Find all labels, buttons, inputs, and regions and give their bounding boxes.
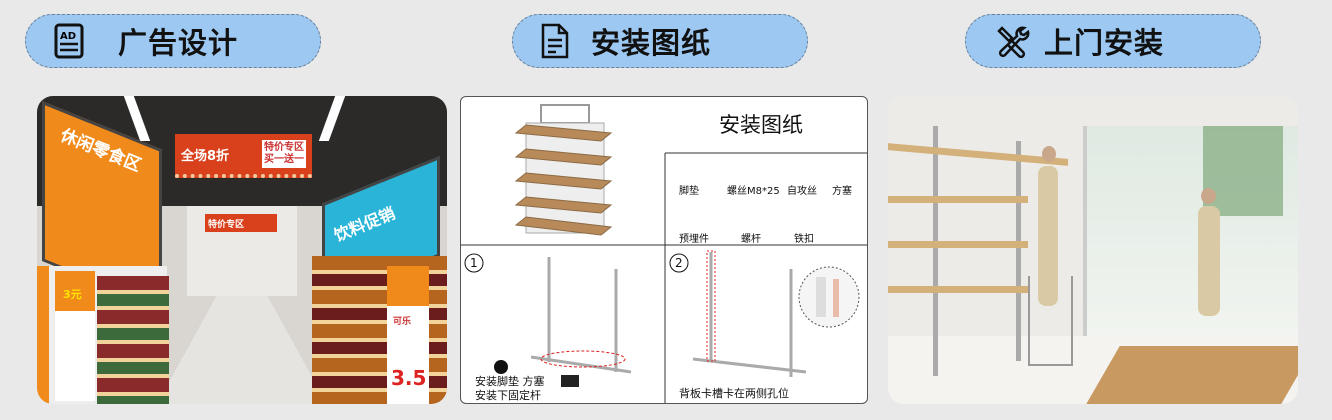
diagram-title: 安装图纸 (719, 113, 803, 137)
part-screw: 螺丝M8*25 (727, 186, 780, 197)
part-iron-buckle: 铁扣 (794, 234, 814, 245)
tools-icon (997, 26, 1030, 58)
onsite-installation-photo (888, 96, 1298, 404)
section-title: 广告设计 (118, 26, 239, 60)
step-1-caption-1: 安装脚垫 方塞 (475, 375, 545, 388)
installation-drawing: 1 2 安装图纸 脚垫 螺丝M8*25 自攻丝 方塞 预埋件 螺杆 铁扣 安装脚… (460, 96, 868, 404)
section-header-onsite-install: 上门安装 (965, 14, 1261, 68)
section-header-ad-design: AD 广告设计 (25, 14, 321, 68)
shelf-illustration (461, 104, 867, 403)
part-bolt: 螺杆 (741, 234, 761, 245)
ad-document-icon: AD (54, 23, 84, 59)
hanging-banner-2: 特价专区 (205, 214, 277, 232)
price-tag-left: 3元 (63, 288, 82, 301)
cola-label: 可乐 (393, 317, 412, 327)
step-1-number: 1 (470, 256, 478, 270)
section-title: 上门安装 (1044, 26, 1165, 60)
banner-bogo-text: 买一送一 (264, 154, 304, 165)
step-2-caption: 背板卡槽卡在两侧孔位 (679, 387, 789, 400)
section-title: 安装图纸 (591, 26, 712, 60)
part-self-tapping-screw: 自攻丝 (787, 186, 817, 197)
hanging-banner: 全场8折 特价专区 买一送一 (175, 134, 312, 178)
section-header-install-drawing: 安装图纸 (512, 14, 808, 68)
price-tag-right: 3.5 (391, 366, 427, 390)
svg-text:AD: AD (60, 31, 76, 42)
part-embedded: 预埋件 (679, 234, 709, 245)
part-foot-pad: 脚垫 (679, 186, 699, 197)
supermarket-ad-image: 休闲零食区 饮料促销 全场8折 特价专区 买一送一 特价专区 3元 可乐 3.5 (37, 96, 447, 404)
banner-special-text: 特价专区 (264, 142, 304, 153)
part-square-plug: 方塞 (832, 186, 852, 197)
step-1-caption-2: 安装下固定杆 (475, 389, 541, 402)
document-icon (541, 23, 569, 59)
step-2-number: 2 (675, 256, 683, 270)
banner-discount-text: 全场8折 (181, 148, 230, 164)
